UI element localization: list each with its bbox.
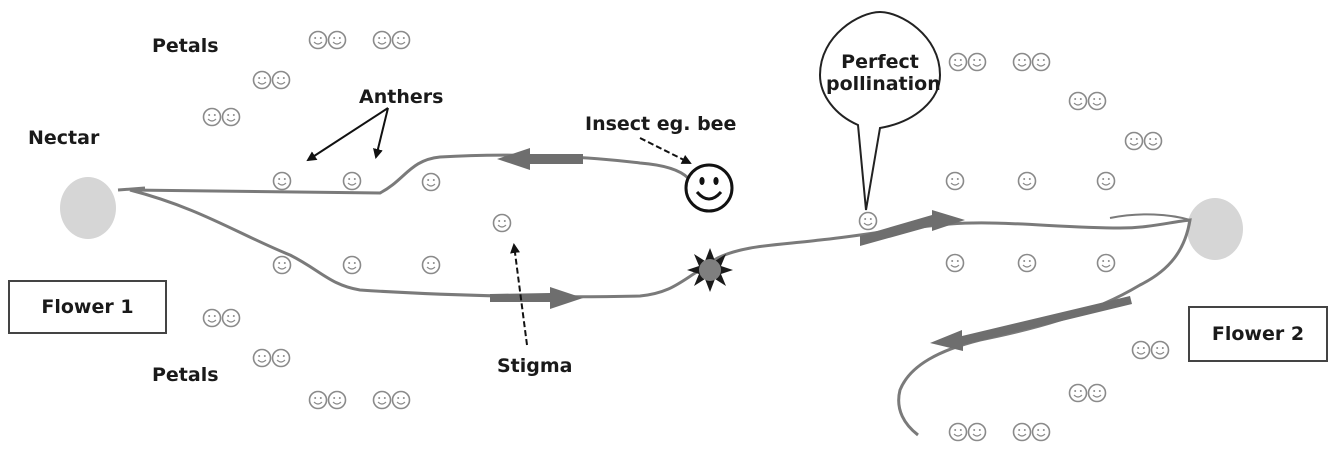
flower2-label: Flower 2 (1212, 323, 1304, 345)
flower2-path (714, 220, 1190, 435)
petal-smileys-top-right (950, 54, 1162, 150)
upper-path-arrow (497, 148, 583, 170)
flower1-upper-path (130, 155, 688, 193)
flower2-top-arc (1110, 214, 1190, 220)
flower1-lower-path (130, 190, 700, 297)
insect-label: Insect eg. bee (585, 114, 736, 136)
anther-smileys-flower1 (274, 173, 511, 274)
lower-path-arrow (490, 287, 583, 309)
stigma-label: Stigma (497, 356, 573, 378)
speech-bubble-icon (820, 12, 940, 210)
anthers-pointer-left (308, 108, 388, 160)
nectar-blob-right-icon (1187, 198, 1243, 260)
flower1-label: Flower 1 (41, 296, 133, 318)
perfect-label-line2: pollination (826, 74, 934, 96)
insect-smiley-icon (686, 165, 732, 211)
nectar-label: Nectar (28, 128, 99, 150)
petal-smileys-bottom-right (950, 342, 1169, 441)
flower1-left-tail (118, 188, 145, 190)
petal-smileys-top-left (204, 32, 410, 126)
perfect-pollination-label: Perfect pollination (826, 52, 934, 96)
anthers-label: Anthers (359, 87, 443, 109)
nectar-blob-left-icon (60, 177, 116, 239)
flower2-arrow-left (930, 296, 1132, 351)
flower1-box: Flower 1 (8, 280, 167, 334)
petal-smileys-bottom-left (204, 310, 410, 409)
flower2-box: Flower 2 (1188, 306, 1328, 362)
flower2-arrow-right (860, 210, 965, 246)
perfect-label-line1: Perfect (826, 52, 934, 74)
petals-bottom-label: Petals (152, 365, 219, 387)
petals-top-label: Petals (152, 36, 219, 58)
insect-pointer (640, 138, 690, 163)
